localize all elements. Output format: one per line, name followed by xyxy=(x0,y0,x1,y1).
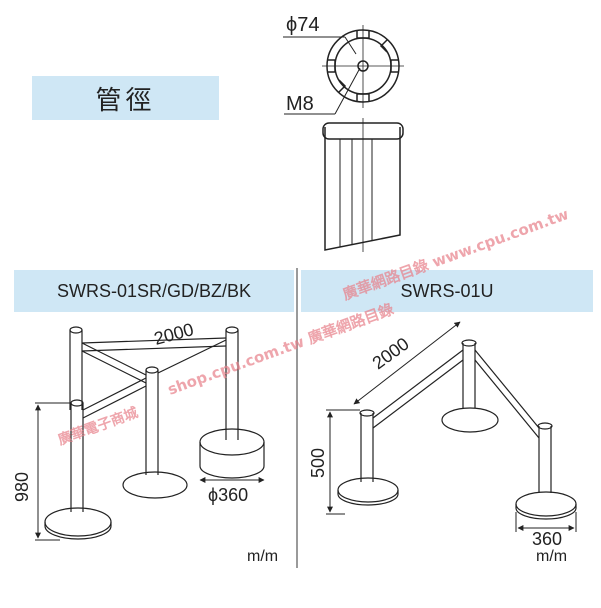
pipe-diameter-text: 管徑 xyxy=(95,85,156,116)
height-dim-right: 500 xyxy=(308,448,328,478)
length-dim-left: 2000 xyxy=(152,319,196,349)
model-header-left: SWRS-01SR/GD/BZ/BK xyxy=(14,270,294,312)
post-side-view xyxy=(322,118,404,252)
stanchion-set-right xyxy=(326,321,577,532)
height-dim-left: 980 xyxy=(12,472,32,502)
unit-left: m/m xyxy=(247,548,278,565)
stanchion-set-left xyxy=(35,326,265,541)
model-name-right: SWRS-01U xyxy=(400,280,494,301)
diameter-label: ϕ74 xyxy=(286,14,319,36)
pipe-diameter-label: 管徑 xyxy=(32,76,219,120)
watermark-middle: shop.cpu.com.tw 廣華網路目錄 xyxy=(165,300,396,399)
base-dim-left: ϕ360 xyxy=(208,485,248,505)
unit-right: m/m xyxy=(536,548,567,565)
panel-divider xyxy=(296,268,298,568)
length-dim-right: 2000 xyxy=(369,334,413,374)
pipe-cross-section xyxy=(283,25,404,115)
model-name-left: SWRS-01SR/GD/BZ/BK xyxy=(56,280,252,301)
model-header-right: SWRS-01U xyxy=(301,270,593,312)
base-dim-right: 360 xyxy=(532,529,562,549)
watermark-upper: 廣華網路目錄 www.cpu.com.tw xyxy=(340,205,571,304)
bolt-label: M8 xyxy=(286,93,314,115)
